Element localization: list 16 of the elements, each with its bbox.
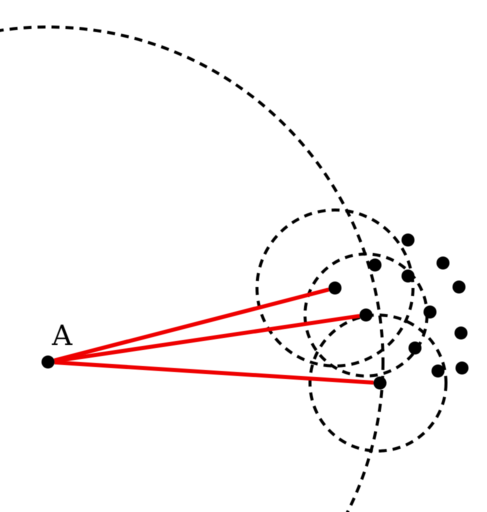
point-dot	[368, 258, 382, 272]
point-label: A	[52, 322, 72, 350]
point-dot	[456, 362, 468, 374]
point-dot	[452, 280, 466, 294]
point-dot	[424, 306, 436, 318]
line	[54, 360, 374, 385]
point-dot	[328, 282, 342, 294]
point-dot	[432, 364, 444, 378]
point-dot	[454, 326, 468, 340]
point-dot	[436, 256, 450, 270]
point-dot	[42, 356, 54, 368]
point-dot	[408, 342, 422, 354]
point-dot	[360, 308, 372, 322]
point-dot	[402, 234, 414, 246]
point-dot	[374, 376, 386, 390]
point-dot	[402, 270, 414, 282]
